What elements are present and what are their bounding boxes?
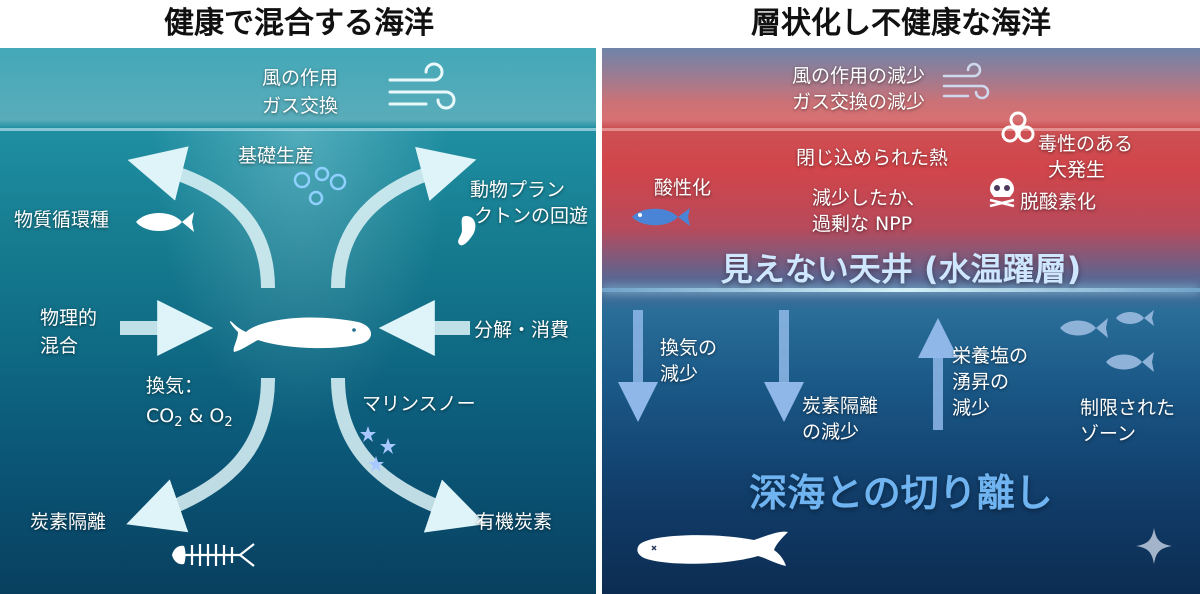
label-reduced-sequestration-line2: の減少 (802, 421, 860, 443)
arrow-up-left (127, 146, 275, 289)
weak-flow-arrows (618, 310, 958, 430)
label-carbon-sequestration: 炭素隔離 (30, 511, 107, 533)
healthy-ocean-panel: 風の作用 ガス交換 基礎生産 物質循環種 動物プラン クトンの回遊 物理的 混合… (0, 48, 596, 594)
label-reduced-sequestration-line1: 炭素隔離 (802, 395, 879, 417)
label-zooplankton-line1: 動物プラン (470, 179, 566, 201)
label-primary-production: 基礎生産 (238, 145, 315, 167)
label-acidification: 酸性化 (654, 177, 712, 199)
skull-icon (989, 178, 1015, 208)
label-zooplankton-line2: クトンの回遊 (474, 205, 589, 227)
label-reduced-ventilation-line2: 減少 (660, 363, 699, 385)
label-reduced-upwelling-line2: 湧昇の (952, 371, 1010, 393)
acidified-fish-icon (632, 208, 690, 226)
label-ventilation-gases: CO2 & O2 (146, 405, 233, 430)
wind-icon (942, 62, 990, 100)
sparkle-icon (1136, 528, 1172, 564)
title-stratified-ocean: 層状化し不健康な海洋 (751, 6, 1051, 41)
label-npp-line2: 過剰な NPP (812, 213, 913, 235)
label-decomposition: 分解・消費 (474, 319, 570, 341)
label-ventilation-title: 換気： (146, 375, 204, 397)
zooplankton-icon (458, 216, 476, 246)
label-toxic-bloom-line1: 毒性のある (1038, 133, 1134, 155)
label-reduced-gas-exchange: ガス交換の減少 (792, 91, 926, 113)
label-reduced-wind: 風の作用の減少 (792, 65, 926, 87)
whale-icon (637, 531, 788, 566)
wind-icon (388, 62, 456, 110)
label-physical-mixing-line2: 混合 (40, 335, 79, 357)
label-reduced-ventilation-line1: 換気の (660, 337, 718, 359)
biohazard-icon (1001, 111, 1035, 143)
label-limited-zone-line1: 制限された (1080, 397, 1176, 419)
label-limited-zone-line2: ゾーン (1080, 423, 1137, 445)
label-nutrient-cycling: 物質循環種 (14, 209, 110, 231)
sea-surface (0, 48, 596, 128)
thermocline-line (602, 288, 1200, 292)
arrow-down-left (126, 377, 275, 533)
stratified-ocean-panel: 風の作用の減少 ガス交換の減少 閉じ込められた熱 毒性のある 大発生 酸性化 減… (602, 48, 1200, 594)
label-marine-snow: マリンスノー (362, 393, 476, 415)
label-physical-mixing-line1: 物理的 (40, 307, 98, 329)
title-healthy-ocean: 健康で混合する海洋 (164, 6, 434, 41)
sea-surface-line (602, 128, 1200, 131)
label-invisible-ceiling: 見えない天井 (水温躍層) (720, 250, 1082, 288)
label-deoxygenation: 脱酸素化 (1020, 191, 1097, 213)
label-toxic-bloom-line2: 大発生 (1048, 159, 1106, 181)
label-deep-disconnection: 深海との切り離し (749, 471, 1053, 515)
sea-surface-line (0, 128, 596, 131)
fish-school-icon (1060, 310, 1154, 372)
fish-icon (136, 212, 194, 232)
fish-skeleton-icon (172, 543, 255, 567)
phytoplankton-icon (293, 166, 347, 206)
marine-snow-icon (360, 426, 396, 472)
label-gas-exchange: ガス交換 (262, 95, 339, 117)
sea-surface (602, 48, 1200, 128)
label-npp-line1: 減少したか、 (812, 187, 926, 209)
arrow-up-right (331, 146, 477, 289)
label-reduced-upwelling-line1: 栄養塩の (952, 345, 1029, 367)
label-wind: 風の作用 (262, 67, 339, 89)
label-trapped-heat: 閉じ込められた熱 (796, 147, 949, 169)
label-reduced-upwelling-line3: 減少 (952, 397, 991, 419)
whale-icon (229, 317, 372, 352)
label-organic-carbon: 有機炭素 (476, 511, 553, 533)
